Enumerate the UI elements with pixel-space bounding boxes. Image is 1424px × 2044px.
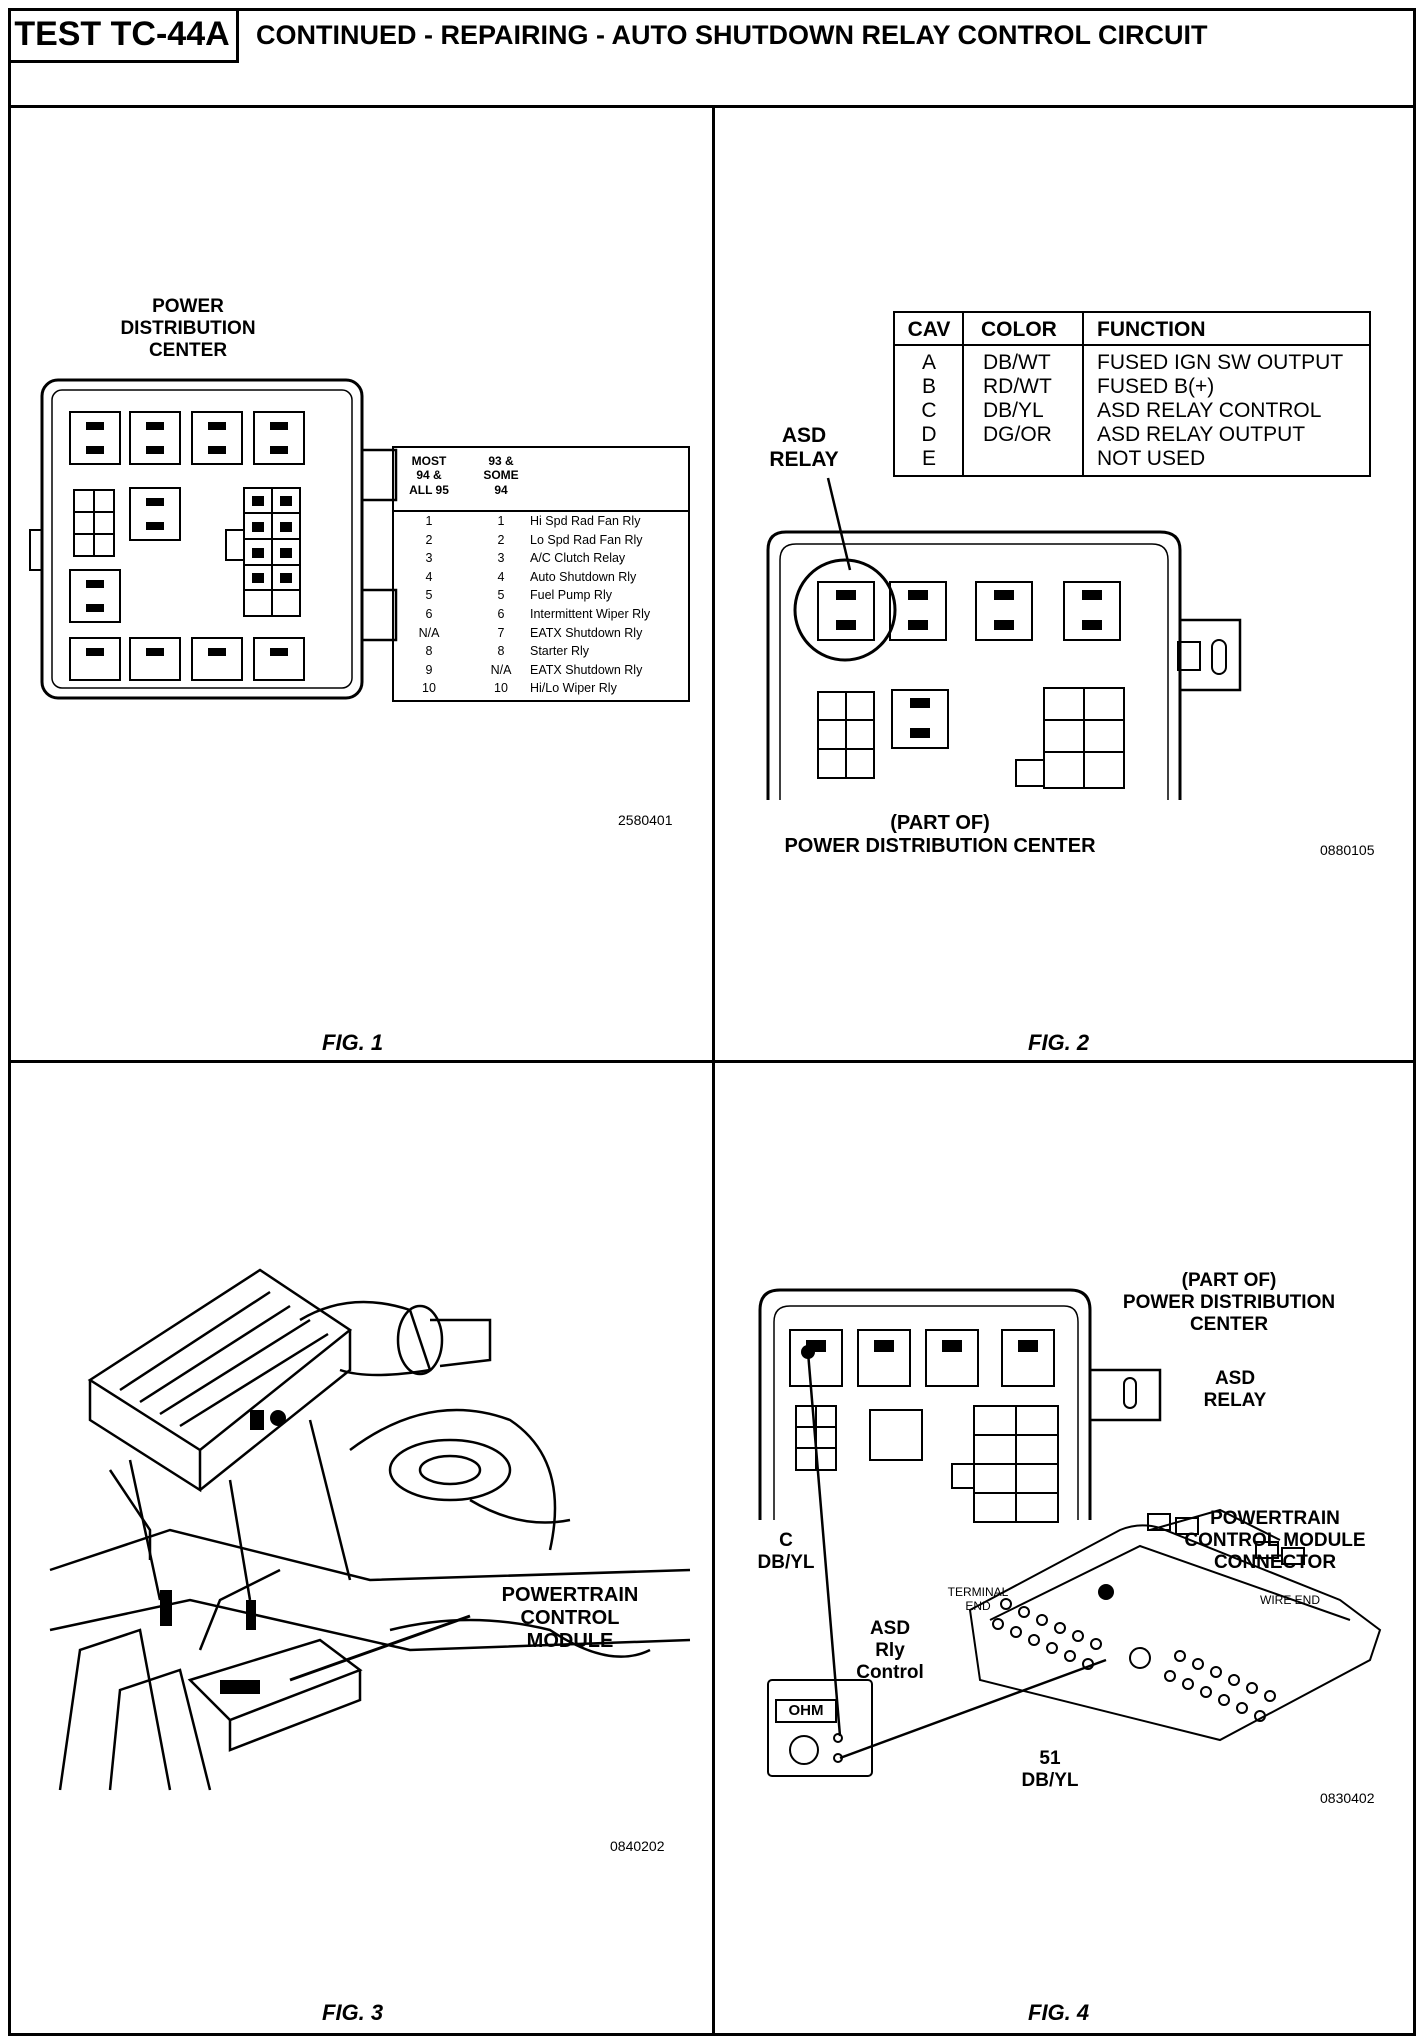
fig1-col2-header: 93 & SOME 94	[483, 454, 519, 497]
fig1-caption: FIG. 1	[322, 1030, 384, 1055]
fig2-pdc-label: (PART OF) POWER DISTRIBUTION CENTER	[784, 812, 1096, 857]
fig2-pdc-diagram	[766, 477, 1242, 800]
fig2-table-lines	[893, 311, 1371, 477]
fig2-caption: FIG. 2	[1028, 1030, 1090, 1055]
test-id: TEST TC-44A	[8, 8, 239, 63]
fig4-pin51-label: 51 DB/YL	[1021, 1748, 1079, 1791]
fig1-table-header: MOST 94 & ALL 95 93 & SOME 94	[394, 448, 688, 512]
fig2-asd-relay-label: ASD RELAY	[769, 424, 839, 472]
fig4-pdc-label: (PART OF) POWER DISTRIBUTION CENTER	[1122, 1270, 1336, 1335]
fig4-wire-end-label: WIRE END	[1260, 1593, 1320, 1607]
fig4-caption: FIG. 4	[1028, 2000, 1090, 2025]
fig4-pcm-connector-label: POWERTRAIN CONTROL MODULE CONNECTOR	[1184, 1508, 1366, 1573]
fig3-code: 0840202	[610, 1838, 665, 1854]
fig4-code: 0830402	[1320, 1790, 1375, 1806]
divider-vertical	[712, 108, 715, 2036]
fig4-asd-control-label: ASD Rly Control	[856, 1618, 924, 1683]
fig3-pcm-label: POWERTRAIN CONTROL MODULE	[501, 1584, 639, 1652]
ohmmeter-display: OHM	[788, 1702, 824, 1719]
divider-horizontal	[8, 1060, 1416, 1063]
fig3-caption: FIG. 3	[322, 2000, 384, 2025]
fig1-pdc-diagram	[29, 378, 398, 700]
fig4-cavity-c-label: C DB/YL	[757, 1530, 815, 1573]
fig4-terminal-end-label: TERMINAL END	[947, 1585, 1009, 1613]
fig1-col1-header: MOST 94 & ALL 95	[409, 454, 449, 497]
fig2-code: 0880105	[1320, 842, 1375, 858]
fig2-table-header: CAV COLOR FUNCTION	[907, 318, 1206, 341]
fig4-asd-relay-label: ASD RELAY	[1203, 1368, 1267, 1411]
fig1-code: 2580401	[618, 812, 673, 828]
page-title: CONTINUED - REPAIRING - AUTO SHUTDOWN RE…	[256, 20, 1208, 50]
fig1-pdc-label: POWER DISTRIBUTION CENTER	[120, 296, 256, 361]
fig3-engine-compartment-illustration	[49, 1268, 691, 1791]
fig4-ohmmeter-test-diagram	[758, 1288, 1382, 1777]
header	[8, 8, 1416, 108]
